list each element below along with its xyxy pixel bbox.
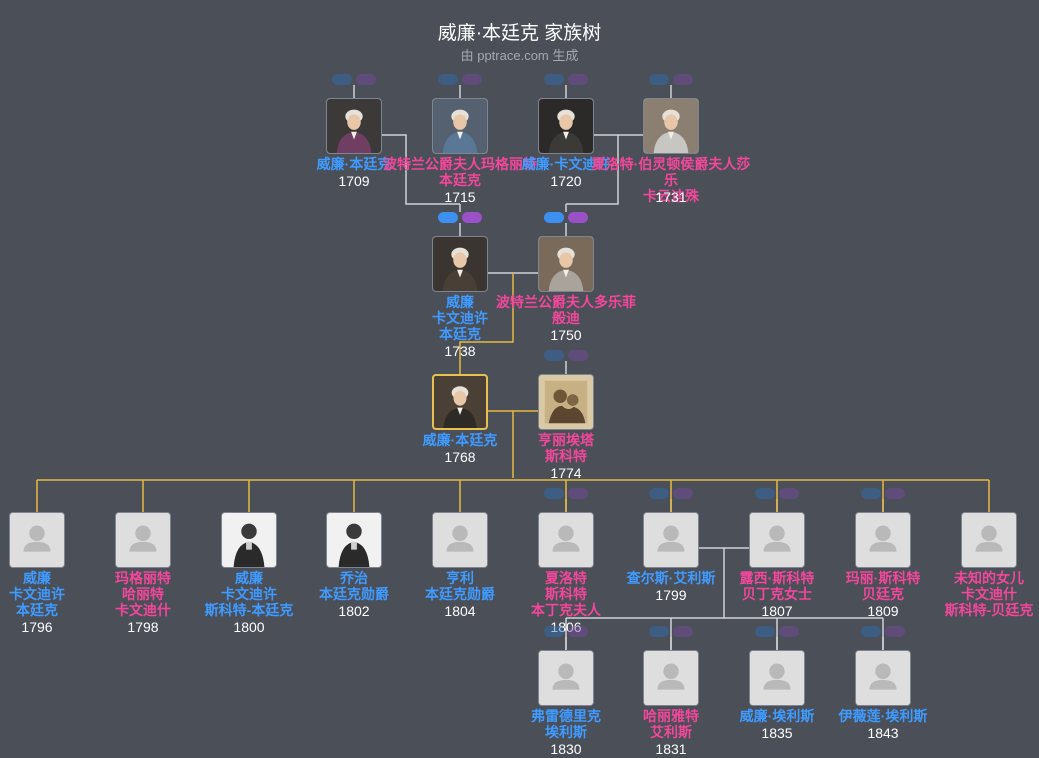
ancestor-line-p3-p6: [566, 134, 619, 205]
person-year-p8: 1774: [550, 465, 582, 481]
person-year-p2: 1715: [444, 189, 476, 205]
g3-mother-button[interactable]: [779, 626, 799, 637]
person-year-p4: 1731: [655, 189, 687, 205]
person-year-c7: 1799: [655, 587, 687, 603]
person-photo-p6[interactable]: [538, 236, 594, 292]
p4-father-button[interactable]: [649, 74, 669, 85]
person-year-c2: 1798: [127, 619, 159, 635]
person-photo-p5[interactable]: [432, 236, 488, 292]
person-year-c9: 1809: [867, 603, 899, 619]
person-photo-g3[interactable]: [749, 650, 805, 706]
page-title: 威廉·本廷克 家族树: [437, 23, 602, 44]
line-to-root: [459, 273, 514, 374]
c8-father-button[interactable]: [755, 488, 775, 499]
ancestor-line-p1-p5: [382, 134, 460, 205]
person-photo-g1[interactable]: [538, 650, 594, 706]
c9-mother-button[interactable]: [885, 488, 905, 499]
person-year-p1: 1709: [338, 173, 370, 189]
c6-father-button[interactable]: [544, 488, 564, 499]
p1-mother-button[interactable]: [356, 74, 376, 85]
g2-father-button[interactable]: [649, 626, 669, 637]
p5-mother-button[interactable]: [462, 212, 482, 223]
person-photo-c1[interactable]: [9, 512, 65, 568]
person-photo-p7[interactable]: [432, 374, 488, 430]
c8-mother-button[interactable]: [779, 488, 799, 499]
p8-mother-button[interactable]: [568, 350, 588, 361]
g2-mother-button[interactable]: [673, 626, 693, 637]
person-year-g4: 1843: [867, 725, 899, 741]
p2-mother-button[interactable]: [462, 74, 482, 85]
p3-father-button[interactable]: [544, 74, 564, 85]
p3-mother-button[interactable]: [568, 74, 588, 85]
c9-father-button[interactable]: [861, 488, 881, 499]
g1-father-button[interactable]: [544, 626, 564, 637]
g4-father-button[interactable]: [861, 626, 881, 637]
person-photo-c10[interactable]: [961, 512, 1017, 568]
person-photo-c6[interactable]: [538, 512, 594, 568]
g1-mother-button[interactable]: [568, 626, 588, 637]
person-year-g1: 1830: [550, 741, 582, 757]
person-year-p5: 1738: [444, 343, 476, 359]
person-year-p6: 1750: [550, 327, 582, 343]
p5-father-button[interactable]: [438, 212, 458, 223]
g4-mother-button[interactable]: [885, 626, 905, 637]
person-photo-c3[interactable]: [221, 512, 277, 568]
person-year-c4: 1802: [338, 603, 370, 619]
p1-father-button[interactable]: [332, 74, 352, 85]
person-photo-c5[interactable]: [432, 512, 488, 568]
person-year-p7: 1768: [444, 449, 476, 465]
person-year-c5: 1804: [444, 603, 476, 619]
page-subtitle: 由 pptrace.com 生成: [460, 48, 579, 63]
c7-mother-button[interactable]: [673, 488, 693, 499]
person-photo-p2[interactable]: [432, 98, 488, 154]
person-photo-c4[interactable]: [326, 512, 382, 568]
p4-mother-button[interactable]: [673, 74, 693, 85]
person-year-g2: 1831: [655, 741, 687, 757]
person-year-c8: 1807: [761, 603, 793, 619]
g3-father-button[interactable]: [755, 626, 775, 637]
p6-mother-button[interactable]: [568, 212, 588, 223]
person-photo-c8[interactable]: [749, 512, 805, 568]
p8-father-button[interactable]: [544, 350, 564, 361]
c6-mother-button[interactable]: [568, 488, 588, 499]
person-year-c6: 1806: [550, 619, 582, 635]
person-photo-c2[interactable]: [115, 512, 171, 568]
p2-father-button[interactable]: [438, 74, 458, 85]
person-year-c1: 1796: [21, 619, 53, 635]
person-photo-p1[interactable]: [326, 98, 382, 154]
person-photo-p3[interactable]: [538, 98, 594, 154]
person-photo-c9[interactable]: [855, 512, 911, 568]
person-year-p3: 1720: [550, 173, 582, 189]
person-photo-g4[interactable]: [855, 650, 911, 706]
person-photo-p8[interactable]: [538, 374, 594, 430]
person-year-g3: 1835: [761, 725, 793, 741]
person-photo-c7[interactable]: [643, 512, 699, 568]
p6-father-button[interactable]: [544, 212, 564, 223]
person-year-c3: 1800: [233, 619, 265, 635]
person-photo-p4[interactable]: [643, 98, 699, 154]
c7-father-button[interactable]: [649, 488, 669, 499]
person-photo-g2[interactable]: [643, 650, 699, 706]
